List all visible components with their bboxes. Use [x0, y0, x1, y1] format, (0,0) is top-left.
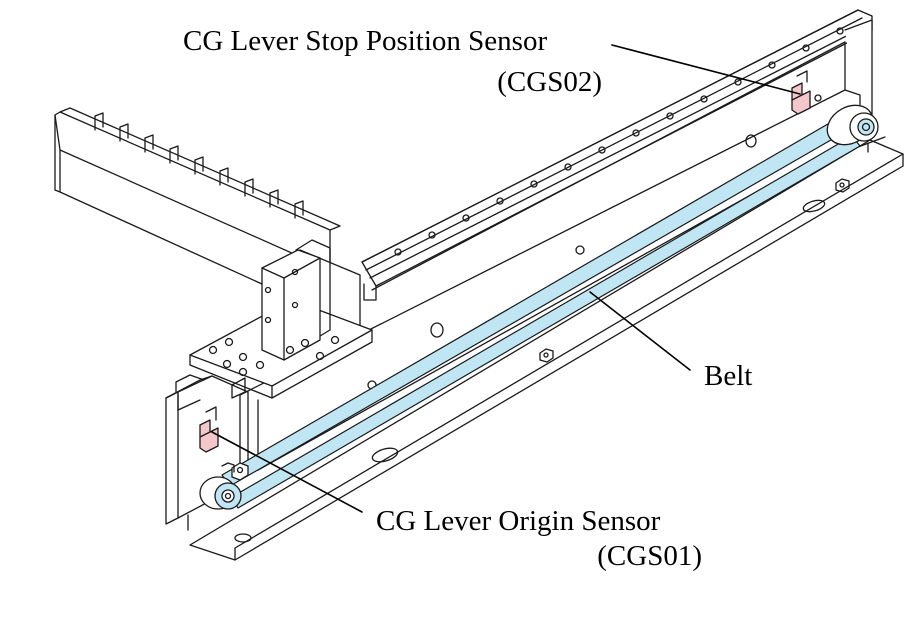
leader-lines — [211, 44, 801, 513]
carriage-bolts — [208, 268, 340, 377]
carriage — [189, 239, 373, 399]
origin-sensor-cgs01 — [199, 406, 219, 453]
origin-sensor-label: CG Lever Origin Sensor — [376, 505, 661, 537]
leader-origin-sensor — [211, 431, 363, 513]
leader-stop-sensor — [611, 44, 801, 95]
belt-label: Belt — [704, 360, 753, 392]
left-pulley — [199, 462, 249, 510]
base-nut — [539, 178, 850, 363]
base-plate — [189, 136, 904, 561]
rack-teeth — [94, 112, 304, 219]
right-pulley — [826, 104, 879, 146]
stop-sensor-code: (CGS02) — [497, 66, 602, 98]
stop-sensor-label: CG Lever Stop Position Sensor — [183, 25, 548, 57]
leader-belt — [589, 291, 691, 371]
rail-holes — [394, 27, 844, 256]
left-end-block — [165, 374, 249, 531]
stop-sensor-cgs02 — [791, 70, 822, 115]
origin-sensor-code: (CGS01) — [597, 540, 702, 572]
